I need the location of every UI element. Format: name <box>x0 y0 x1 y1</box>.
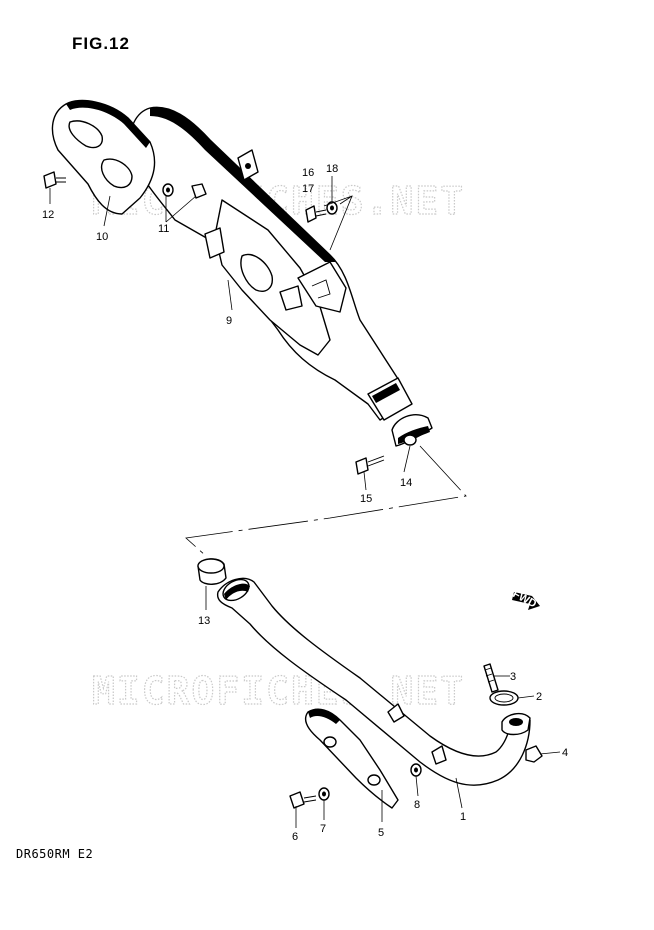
callout-numbers: 1 2 3 4 5 6 7 8 9 10 11 12 13 14 15 16 1… <box>42 163 568 843</box>
callout-10: 10 <box>96 231 108 243</box>
washer-part-11 <box>162 183 207 199</box>
callout-6: 6 <box>292 831 298 843</box>
callout-1: 1 <box>460 811 466 823</box>
bolt-part-16-17 <box>305 205 327 223</box>
callout-17: 17 <box>302 183 314 195</box>
gasket-part-2 <box>489 690 519 706</box>
muffler-part-9 <box>129 106 413 421</box>
washer-part-8 <box>410 763 422 777</box>
leader-lines <box>49 176 561 828</box>
bolt-part-12 <box>43 171 66 189</box>
heat-shield-part-10 <box>51 99 156 215</box>
stud-part-3 <box>483 663 499 693</box>
figure-title: FIG.12 <box>72 34 130 53</box>
fwd-label: FWD <box>511 588 539 610</box>
fwd-arrow-icon: FWD <box>511 588 540 610</box>
callout-2: 2 <box>536 691 542 703</box>
clamp-part-14 <box>391 414 433 447</box>
nut-part-4 <box>525 745 543 763</box>
model-code: DR650RM E2 <box>16 847 94 861</box>
callout-9: 9 <box>226 315 232 327</box>
bolt-part-15 <box>355 455 385 475</box>
callout-15: 15 <box>360 493 372 505</box>
callout-18: 18 <box>326 163 338 175</box>
callout-8: 8 <box>414 799 420 811</box>
bolt-part-6 <box>289 791 317 809</box>
washer-part-7 <box>318 787 330 801</box>
callout-5: 5 <box>378 827 384 839</box>
callout-12: 12 <box>42 209 54 221</box>
callout-4: 4 <box>562 747 568 759</box>
washer-part-18 <box>326 201 338 215</box>
callout-13: 13 <box>198 615 210 627</box>
callout-11: 11 <box>158 223 169 235</box>
callout-3: 3 <box>510 671 516 683</box>
callout-14: 14 <box>400 477 412 489</box>
gasket-part-13 <box>197 558 227 585</box>
assembly-guide-line <box>185 445 467 557</box>
exhaust-pipe-part-1 <box>216 577 531 786</box>
callout-7: 7 <box>320 823 326 835</box>
callout-16: 16 <box>302 167 314 179</box>
heat-protector-part-5 <box>304 708 399 809</box>
watermark-bottom: MICROFICHES.NET <box>92 669 465 713</box>
